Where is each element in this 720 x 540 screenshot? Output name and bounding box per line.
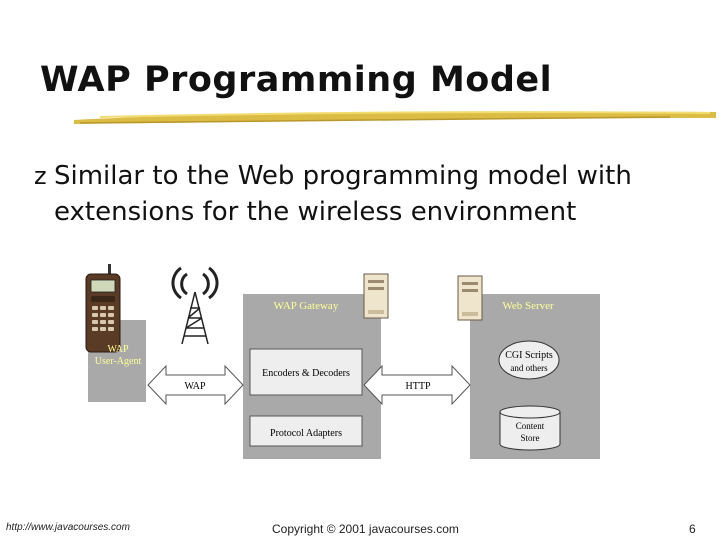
content-store-label-line1: Content xyxy=(516,421,545,431)
encoders-decoders-label: Encoders & Decoders xyxy=(262,368,350,379)
web-server-title: Web Server xyxy=(502,300,554,312)
encoders-decoders-box xyxy=(249,348,363,396)
mobile-phone-icon xyxy=(85,264,121,353)
web-server-icon xyxy=(457,275,483,321)
footer-copyright: Copyright © 2001 javacourses.com xyxy=(272,522,459,536)
user-agent-label-line2: User-Agent xyxy=(95,356,142,367)
protocol-adapters-box xyxy=(249,415,363,447)
bullet-text: Similar to the Web programming model wit… xyxy=(54,161,632,227)
footer-url: http://www.javacourses.com xyxy=(6,522,130,533)
http-arrow-label: HTTP xyxy=(406,381,431,392)
content-store-node xyxy=(499,405,561,451)
wap-architecture-diagram: WAP User-Agent WAP Gateway Encoders & De… xyxy=(85,264,600,459)
page-number: 6 xyxy=(689,522,696,536)
content-store-label-line2: Store xyxy=(521,433,540,443)
title-underline xyxy=(74,111,716,124)
gateway-server-icon xyxy=(363,273,389,319)
user-agent-label-line1: WAP xyxy=(107,344,129,355)
protocol-adapters-label: Protocol Adapters xyxy=(270,428,342,439)
wap-arrow xyxy=(147,364,244,406)
antenna-tower-icon xyxy=(171,266,219,345)
wap-gateway-title: WAP Gateway xyxy=(274,300,339,312)
cgi-scripts-node xyxy=(498,340,560,380)
bullet-marker: z xyxy=(34,162,47,190)
cgi-scripts-label-line2: and others xyxy=(510,363,548,373)
http-arrow xyxy=(363,364,471,406)
cgi-scripts-label-line1: CGI Scripts xyxy=(505,350,553,361)
bullet-item: z Similar to the Web programming model w… xyxy=(34,158,704,230)
slide-title: WAP Programming Model xyxy=(40,60,553,100)
wap-arrow-label: WAP xyxy=(184,381,206,392)
